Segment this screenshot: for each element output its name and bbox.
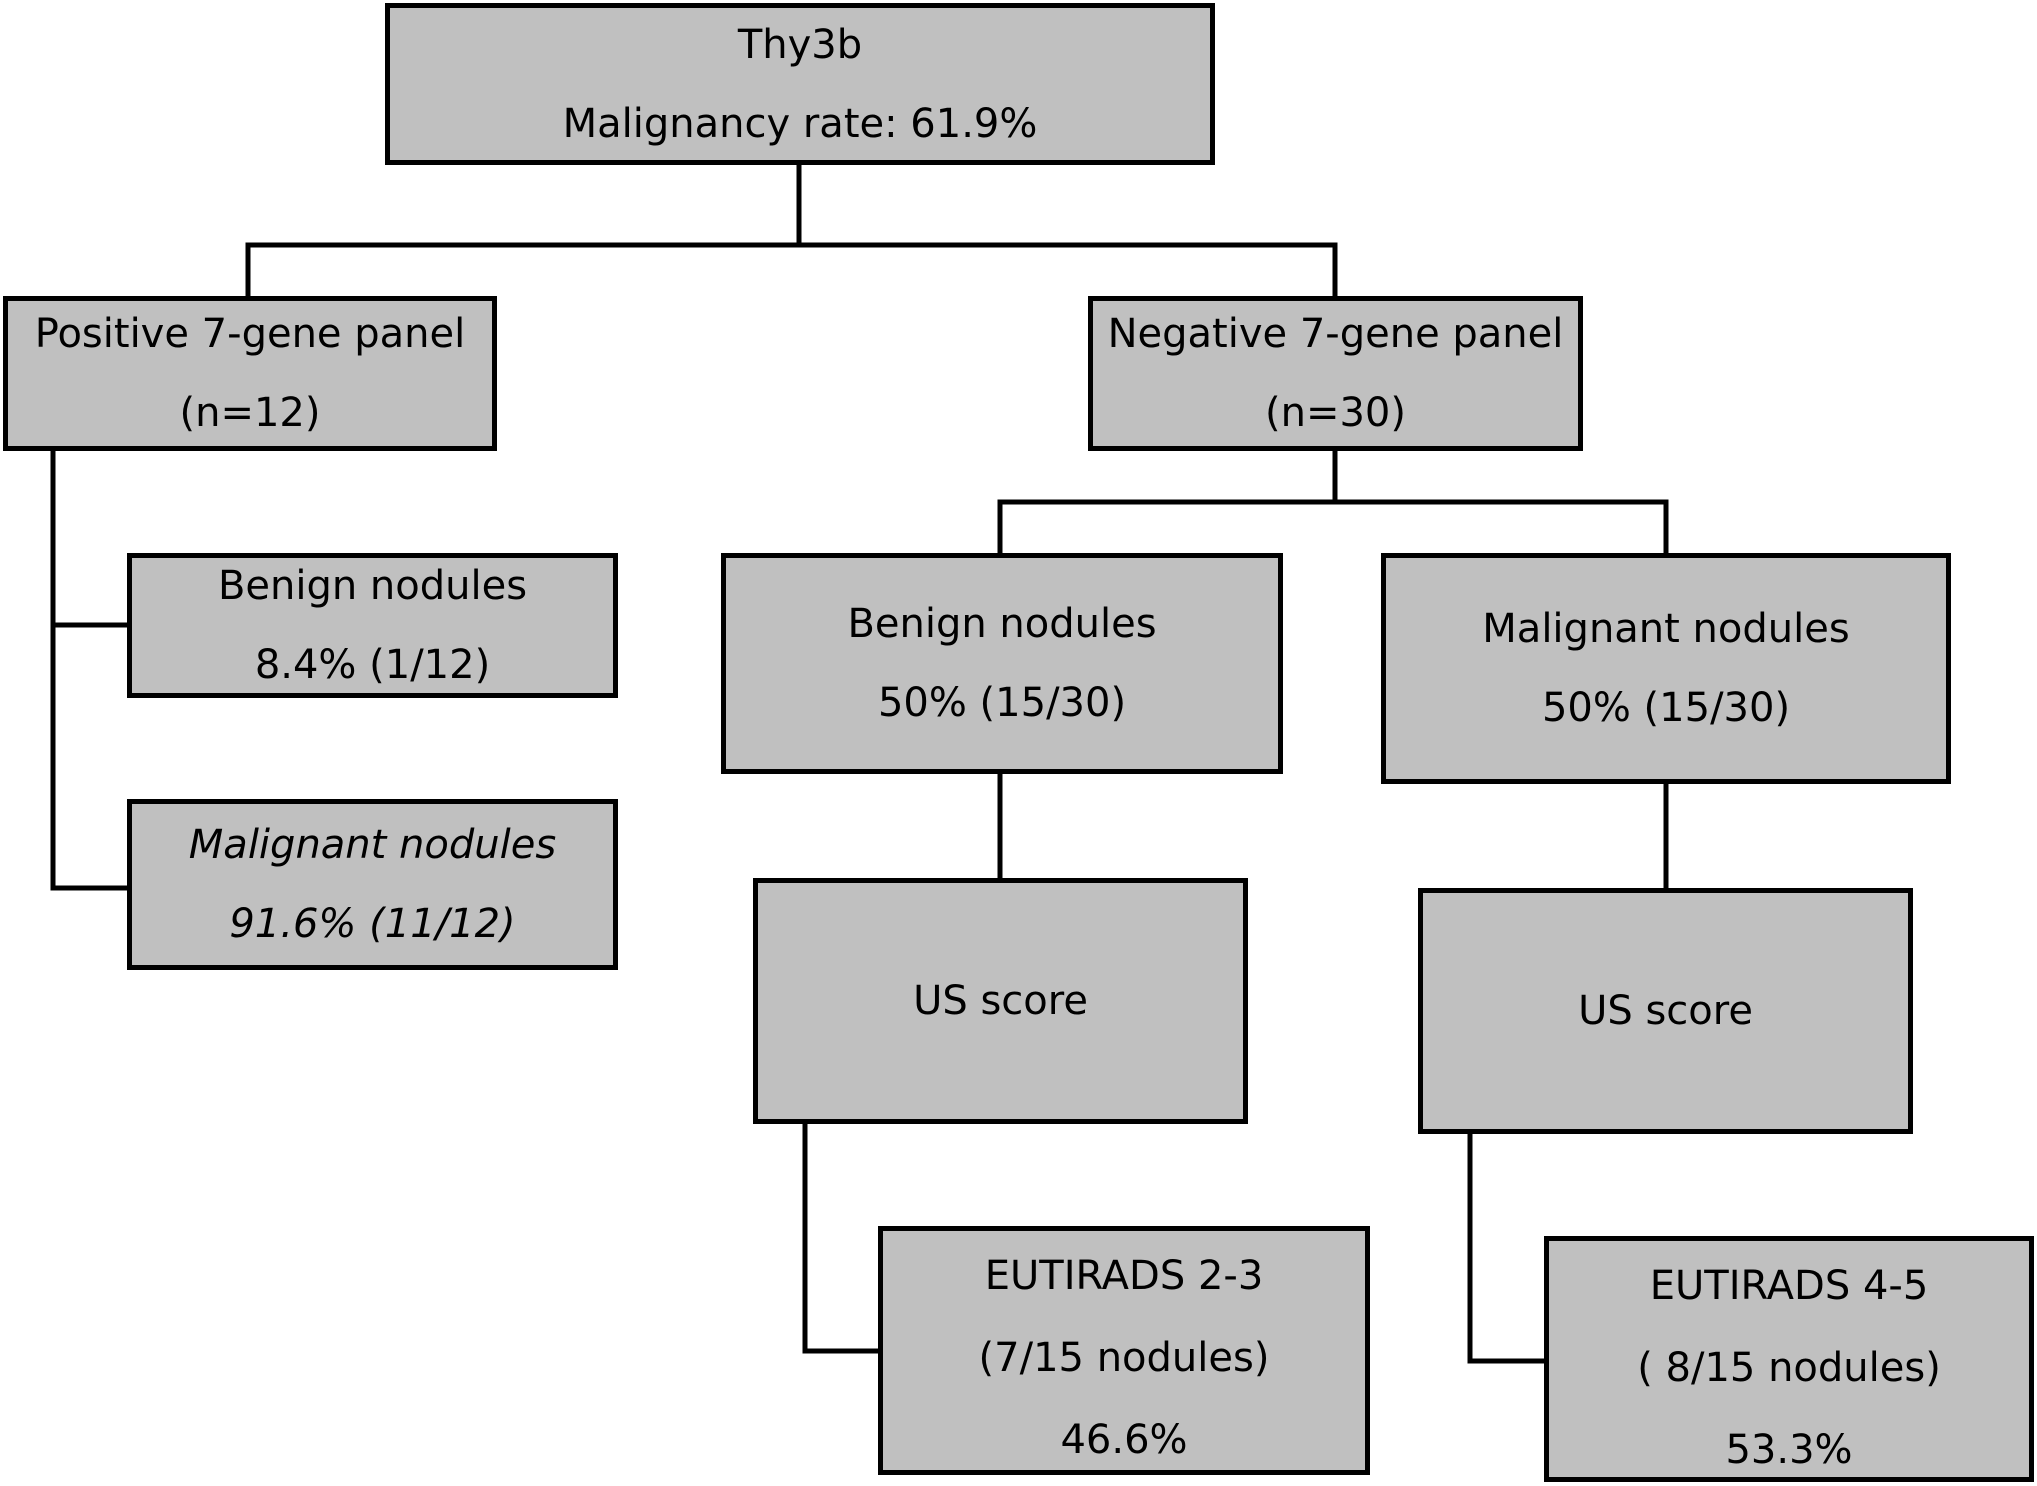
eutirads-2-3-node: EUTIRADS 2-3 (7/15 nodules) 46.6% [878,1226,1370,1475]
eutirads-4-5-node: EUTIRADS 4-5 ( 8/15 nodules) 53.3% [1544,1236,2034,1482]
positive-panel-count: (n=12) [179,390,321,436]
connector-panel-bus [245,242,1338,299]
negative-benign-label: Benign nodules [847,601,1157,647]
us-score-malignant-label: US score [1578,988,1753,1034]
connector-positive-trunk [50,448,130,891]
us-score-benign-node: US score [753,878,1248,1124]
eutirads-high-percent: 53.3% [1725,1427,1853,1473]
positive-malignant-nodules-node: Malignant nodules 91.6% (11/12) [127,799,618,970]
negative-benign-nodules-node: Benign nodules 50% (15/30) [721,553,1283,774]
connector-us-to-eutirads-high [1467,1131,1547,1364]
eutirads-low-detail: (7/15 nodules) [978,1335,1270,1381]
negative-malignant-label: Malignant nodules [1482,606,1850,652]
negative-malignant-value: 50% (15/30) [1541,685,1791,731]
positive-panel-label: Positive 7-gene panel [34,311,466,357]
eutirads-high-detail: ( 8/15 nodules) [1637,1345,1941,1391]
eutirads-low-label: EUTIRADS 2-3 [984,1253,1264,1299]
eutirads-high-label: EUTIRADS 4-5 [1649,1263,1929,1309]
positive-malignant-label: Malignant nodules [188,822,557,868]
negative-benign-value: 50% (15/30) [877,680,1127,726]
negative-panel-count: (n=30) [1265,390,1406,436]
root-malignancy-rate: Malignancy rate: 61.9% [562,100,1038,147]
positive-benign-label: Benign nodules [217,563,528,609]
negative-malignant-nodules-node: Malignant nodules 50% (15/30) [1381,553,1951,784]
positive-benign-value: 8.4% (1/12) [254,642,491,688]
connector-negative-bus [997,499,1669,556]
negative-panel-label: Negative 7-gene panel [1107,311,1564,357]
negative-panel-node: Negative 7-gene panel (n=30) [1088,296,1583,451]
root-title: Thy3b [737,21,863,68]
eutirads-low-percent: 46.6% [1060,1417,1188,1463]
positive-panel-node: Positive 7-gene panel (n=12) [3,296,497,451]
connector-us-to-eutirads-low [802,1121,881,1354]
us-score-benign-label: US score [913,978,1088,1024]
us-score-malignant-node: US score [1418,888,1913,1134]
positive-benign-nodules-node: Benign nodules 8.4% (1/12) [127,553,618,698]
positive-malignant-value: 91.6% (11/12) [229,901,516,947]
root-node-thy3b: Thy3b Malignancy rate: 61.9% [385,3,1215,165]
